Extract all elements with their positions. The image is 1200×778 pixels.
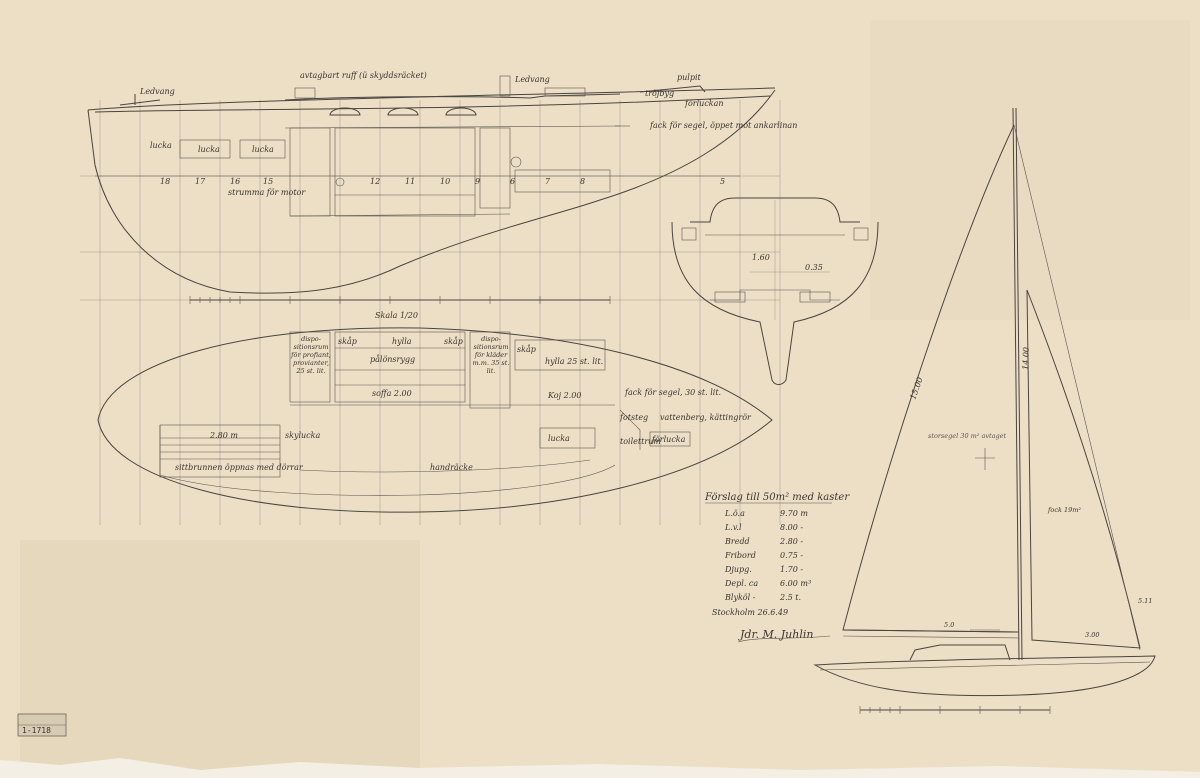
plan-label-dispo-1: dispo-sitionsrum för profiant, proviante… [291, 335, 331, 375]
spec-val: 2.5 t. [779, 593, 801, 602]
frame-number: 11 [405, 177, 415, 186]
plan-label-sittbrunn: sittbrunnen öppnas med dörrar [175, 463, 304, 472]
plan-label-soffa: soffa 2.00 [372, 389, 412, 398]
spec-signature: Jdr. M. Juhlin [738, 628, 813, 641]
plan-label-segel: fack för segel, 30 st. lit. [624, 388, 721, 397]
spec-val: 2.80 - [779, 537, 803, 546]
sail-label-main-area-box: storsegel 30 m² avtaget [928, 432, 1007, 440]
profile-label-hatch-fwd2: förluckan [684, 99, 724, 108]
plan-label-skylucka: skylucka [285, 431, 321, 440]
profile-label-forepeak: fack för segel, öppet mot ankarlinan [649, 121, 797, 130]
section-dim-height: 1.60 [752, 253, 770, 262]
spec-key: L.ö.a [724, 509, 745, 518]
section-dim-width: 0.35 [805, 263, 823, 272]
hull-profile [87, 75, 776, 294]
deck-plan [97, 327, 773, 513]
paper-torn-edge [0, 758, 1200, 778]
plan-label-dispo-2: dispo-sitionsrum för kläder m.m. 35 st. … [472, 335, 510, 375]
profile-label-lucka-1: lucka [198, 145, 220, 154]
plan-label-dispo-2-box: dispo-sitionsrum för kläder m.m. 35 st. … [472, 335, 510, 375]
spec-key: Djupg. [724, 565, 752, 574]
frame-number: 15 [263, 177, 273, 186]
plan-label-toilet: toilettrum [620, 437, 661, 446]
spec-title: Förslag till 50m² med kaster [704, 492, 850, 503]
stamp-text: 1-1718 [22, 726, 51, 735]
profile-label-lucka-2: lucka [252, 145, 274, 154]
profile-label-stern: Ledvang [139, 87, 175, 96]
spec-key: Blyköl - [724, 593, 756, 602]
frame-number: 16 [230, 177, 240, 186]
spec-place-date: Stockholm 26.6.49 [712, 608, 788, 617]
plan-label-hylla-fwd: hylla 25 st. lit. [545, 357, 603, 366]
profile-label-top: avtagbart ruff (ü skyddsräcket) [300, 71, 427, 80]
frame-number: 6 [510, 177, 515, 186]
frame-number: 10 [440, 177, 450, 186]
plan-label-hylla: hylla [392, 337, 412, 346]
frame-number: 9 [475, 177, 480, 186]
sail-label-leech: 5.11 [1138, 597, 1152, 605]
plan-label-skap-2: skåp [444, 337, 463, 346]
sail-label-mast-height: 14.00 [1021, 347, 1031, 370]
spec-key: Depl. ca [724, 579, 758, 588]
spec-val: 0.75 - [780, 551, 803, 560]
profile-label-luka: lucka [150, 141, 172, 150]
scale-bar [189, 296, 611, 304]
plan-label-dispo-1-box: dispo-sitionsrum för profiant, proviante… [291, 335, 331, 375]
spec-val: 6.00 m³ [780, 579, 811, 588]
spec-table: Förslag till 50m² med kaster L.ö.a 9.70 … [704, 492, 850, 643]
frame-number: 8 [580, 177, 585, 186]
frame-number: 18 [160, 177, 170, 186]
profile-label-mast: Ledvang [514, 75, 550, 84]
spec-val: 1.70 - [780, 565, 803, 574]
midship-section [671, 197, 879, 385]
plan-label-lucka: lucka [548, 434, 570, 443]
sail-label-boom: 5.0 [944, 621, 954, 629]
plan-label-koj: Koj 2.00 [547, 391, 581, 400]
profile-label-strum: strumma för motor [228, 188, 306, 197]
sail-plan [813, 107, 1156, 714]
frame-number-row: 18 17 16 15 12 11 10 9 8 7 6 5 [160, 177, 725, 186]
paper-stain [870, 20, 1190, 320]
plan-label-forlucka: förlucka [651, 435, 686, 444]
spec-val: 9.70 m [780, 509, 808, 518]
spec-key: Bredd [724, 537, 750, 546]
sail-label-main-area: storsegel 30 m² avtaget [928, 432, 1007, 440]
plan-label-280: 2.80 m [209, 431, 238, 440]
profile-label-hatch-fwd: tröjbyg [645, 89, 674, 98]
scale-label: Skala 1/20 [375, 311, 418, 320]
spec-key: L.v.l [724, 523, 742, 532]
plan-label-pantry: pålönsrygg [370, 355, 415, 364]
frame-number: 17 [195, 177, 206, 186]
frame-number: 5 [720, 177, 725, 186]
plan-label-vatten: vattenberg, kättingrör [660, 413, 752, 422]
plan-label-skap-3: skåp [517, 345, 536, 354]
sail-label-foot: 3.00 [1085, 631, 1099, 639]
spec-val: 8.00 - [780, 523, 803, 532]
plan-label-hand: handräcke [430, 463, 473, 472]
profile-label-pulpit: pulpit [677, 73, 702, 82]
paper-stain [20, 540, 420, 770]
plan-label-fotsteg: fotsteg [619, 413, 648, 422]
frame-number: 7 [545, 177, 551, 186]
sail-label-jib: fock 19m² [1047, 506, 1081, 514]
archive-stamp [17, 713, 67, 737]
frame-number: 12 [370, 177, 380, 186]
plan-label-skap-1: skåp [338, 337, 357, 346]
spec-key: Fribord [724, 551, 756, 560]
